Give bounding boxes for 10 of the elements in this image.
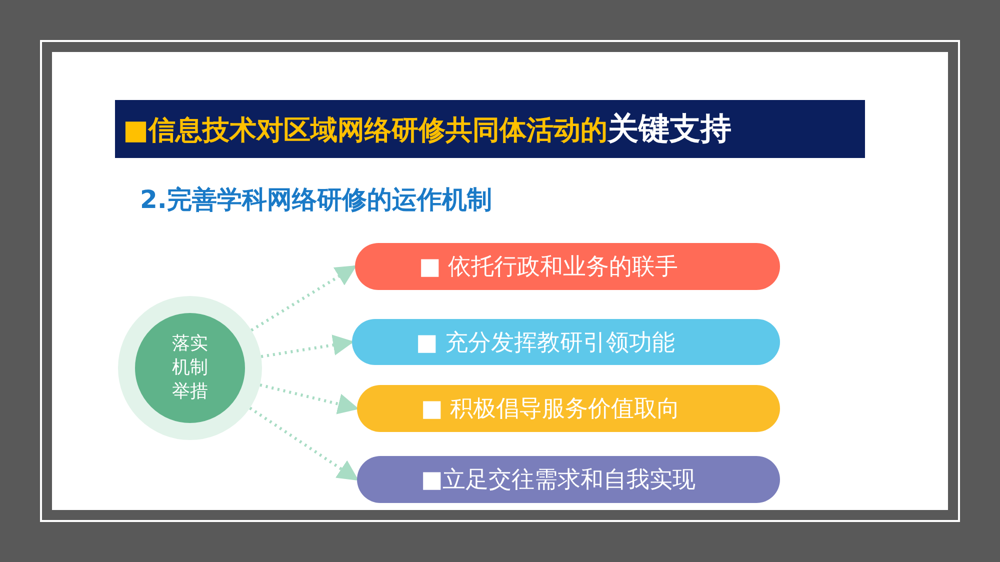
title-bar: ■信息技术对区域网络研修共同体活动的关键支持	[115, 100, 865, 158]
pill-box: ■ 积极倡导服务价值取向	[357, 385, 780, 432]
arrow	[260, 384, 360, 414]
pill-box: ■ 依托行政和业务的联手	[355, 243, 780, 290]
arrow	[250, 265, 357, 332]
pill-box: ■ 充分发挥教研引领功能	[352, 319, 780, 365]
arrow	[260, 334, 354, 358]
subtitle: 2.完善学科网络研修的运作机制	[140, 184, 493, 216]
pill-box: ■立足交往需求和自我实现	[357, 456, 780, 503]
arrow	[249, 406, 359, 481]
